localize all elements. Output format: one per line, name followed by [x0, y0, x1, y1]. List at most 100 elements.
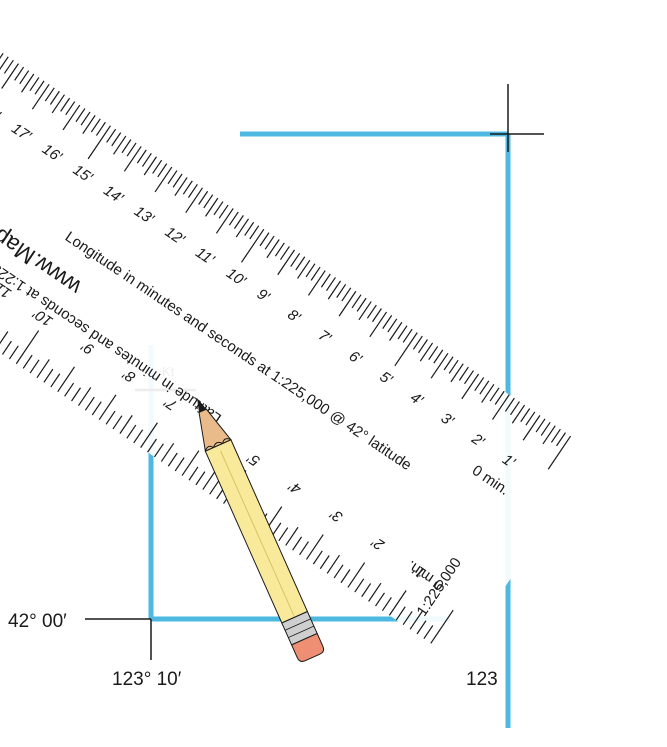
upper-tick: [244, 221, 255, 236]
ruler[interactable]: 1′2′3′4′5′6′7′8′9′10′11′12′13′14′15′16′1…: [0, 0, 596, 661]
lower-tick: [160, 443, 175, 462]
lower-tick: [402, 611, 413, 626]
upper-tick: [143, 156, 157, 176]
upper-tick: [62, 104, 81, 131]
upper-tick: [19, 70, 30, 85]
upper-tick: [87, 125, 111, 160]
upper-tick: [182, 180, 193, 195]
upper-tick: [433, 349, 444, 364]
upper-tick: [369, 311, 388, 338]
upper-tick: [121, 139, 132, 154]
lower-tick: [305, 534, 324, 560]
upper-tick: [297, 259, 311, 279]
upper-tick: [233, 215, 244, 229]
lower-tick: [423, 625, 434, 640]
upper-tick: [387, 318, 398, 333]
lower-tick: [140, 422, 158, 448]
upper-tick: [358, 301, 372, 321]
lower-tick: [50, 373, 61, 388]
upper-tick: [205, 197, 219, 217]
upper-tick: [279, 246, 290, 261]
lower-tick: [375, 592, 385, 607]
upper-tick: [90, 118, 101, 133]
upper-tick: [556, 432, 566, 447]
upper-tick: [14, 66, 25, 81]
upper-tick: [372, 308, 382, 323]
ruler-body: [0, 0, 595, 660]
upper-tick: [504, 397, 515, 412]
upper-tick: [341, 287, 352, 302]
lower-scale-ticks: [0, 330, 454, 644]
lower-tick: [8, 345, 19, 360]
upper-tick: [481, 384, 495, 403]
upper-tick: [82, 115, 96, 134]
upper-tick: [106, 128, 117, 143]
upper-tick: [327, 280, 342, 300]
pencil-eraser: [290, 632, 325, 662]
pencil-wood-edge: [204, 438, 232, 452]
upper-tick: [394, 332, 418, 367]
upper-tick: [525, 411, 536, 426]
upper-tick: [75, 108, 86, 123]
upper-tick: [21, 73, 35, 93]
lower-tick: [333, 564, 344, 579]
lower-tick: [326, 554, 340, 574]
lower-tick: [188, 466, 199, 481]
upper-tick: [443, 356, 454, 371]
lower-tick: [57, 366, 76, 393]
latitude-label: 42° 00′: [8, 611, 67, 632]
upper-tick: [174, 177, 188, 197]
lower-tick: [36, 359, 50, 379]
upper-tick: [277, 249, 296, 276]
upper-tick: [111, 132, 122, 147]
lower-tick: [91, 401, 102, 416]
upper-tick: [249, 225, 260, 240]
upper-tick: [320, 273, 331, 288]
upper-tick: [489, 387, 500, 402]
upper-tick: [172, 173, 183, 188]
lower-tick: [105, 410, 116, 425]
pencil-ferrule-band2: [288, 625, 315, 638]
lower-tick: [388, 590, 407, 616]
upper-tick: [44, 87, 55, 102]
lower-tick: [71, 387, 82, 402]
lower-tick: [285, 526, 299, 546]
lower-tick: [292, 536, 303, 551]
lower-tick: [430, 609, 454, 644]
upper-tick: [203, 194, 214, 209]
lower-tick: [361, 583, 372, 598]
lower-tick: [209, 480, 220, 495]
upper-tick: [157, 163, 168, 178]
upper-tick: [34, 80, 45, 95]
upper-tick: [479, 380, 490, 395]
upper-tick: [95, 121, 106, 136]
upper-tick: [49, 90, 60, 105]
lower-tick: [1, 340, 12, 355]
upper-tick: [522, 415, 541, 441]
upper-tick: [290, 252, 301, 267]
corner-ticks: [85, 84, 544, 660]
upper-tick: [356, 297, 367, 312]
upper-tick: [310, 266, 321, 281]
upper-tick: [60, 97, 71, 112]
lower-tick: [181, 450, 200, 476]
upper-tick: [1, 63, 19, 89]
lower-tick: [15, 330, 40, 365]
upper-tick: [305, 263, 316, 278]
upper-tick: [397, 325, 408, 340]
pencil-ferrule-band1: [284, 618, 311, 631]
upper-tick: [540, 421, 551, 436]
upper-tick: [80, 111, 91, 126]
lower-tick: [64, 382, 75, 397]
upper-tick: [307, 270, 326, 296]
upper-tick: [235, 218, 250, 238]
upper-tick: [154, 166, 173, 193]
upper-tick: [448, 359, 459, 374]
lower-tick: [278, 527, 289, 542]
upper-tick: [3, 59, 14, 74]
pencil-icon[interactable]: [184, 392, 325, 663]
upper-tick: [0, 52, 4, 72]
upper-tick: [491, 394, 510, 420]
lower-tick: [340, 569, 351, 584]
